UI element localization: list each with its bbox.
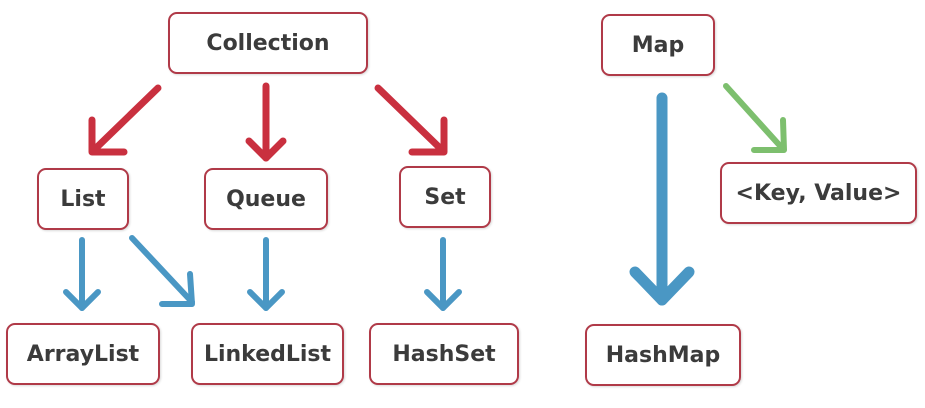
node-map: Map [601, 14, 715, 76]
node-hashmap: HashMap [585, 324, 741, 386]
arrow-collection-to-list [88, 84, 162, 156]
arrow-list-to-linkedlist [129, 235, 195, 307]
arrow-collection-to-set [374, 84, 448, 156]
node-linkedlist: LinkedList [191, 323, 344, 385]
node-keyvalue: <Key, Value> [720, 162, 917, 224]
node-list: List [37, 168, 129, 230]
node-arraylist: ArrayList [6, 323, 160, 385]
node-set: Set [399, 166, 491, 228]
arrow-collection-to-queue [245, 82, 287, 162]
arrow-set-to-hashset [424, 237, 462, 311]
arrow-list-to-arraylist [63, 237, 101, 311]
arrow-map-to-hashmap [629, 92, 695, 306]
node-queue: Queue [204, 168, 328, 230]
arrow-queue-to-linkedlist [247, 237, 285, 311]
node-collection: Collection [168, 12, 368, 74]
node-hashset: HashSet [369, 323, 519, 385]
arrow-map-to-keyvalue [723, 83, 787, 153]
